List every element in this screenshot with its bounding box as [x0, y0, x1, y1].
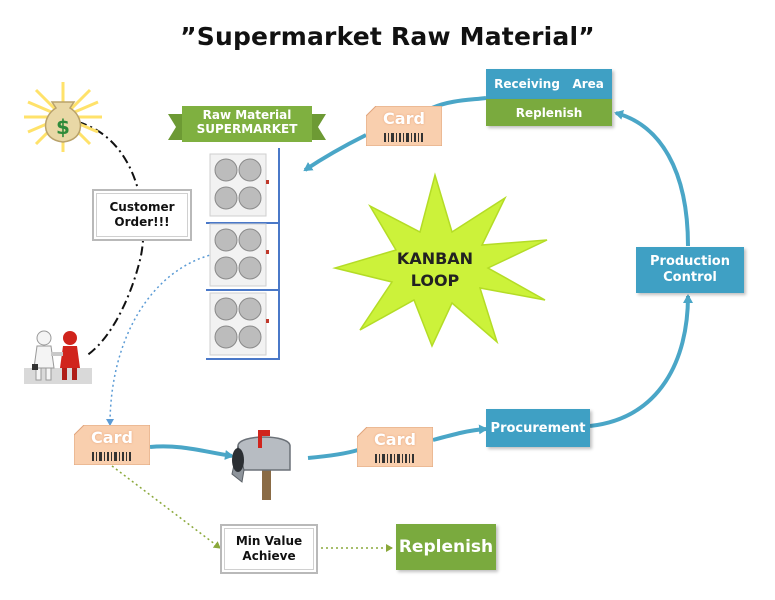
production-line2: Control	[663, 270, 717, 285]
kanban-loop-label: KANBAN LOOP	[395, 248, 475, 292]
arrow-procurement-to-production	[589, 294, 693, 428]
air-conditioner-unit-icon	[209, 153, 269, 217]
dashdot-customer-link	[77, 121, 145, 357]
replenish-box: Replenish	[396, 524, 496, 570]
arrow-mailbox-to-card	[307, 448, 359, 460]
barcode-icon	[384, 133, 423, 142]
arrow-card-to-mailbox	[149, 444, 234, 460]
banner-line1: Raw Material	[202, 108, 292, 122]
receiving-area-box: Receiving Area	[486, 69, 612, 99]
kanban-line1: KANBAN	[396, 249, 474, 268]
kanban-starburst	[332, 172, 548, 348]
money-bag-icon: $	[24, 82, 102, 152]
svg-text:$: $	[56, 115, 70, 139]
customer-order-line1: Customer	[109, 200, 175, 214]
production-line1: Production	[650, 254, 730, 269]
arrow-production-to-receiving	[614, 110, 690, 247]
kanban-card-left: Card	[74, 425, 150, 465]
card-shape	[366, 106, 442, 146]
card-label: Card	[91, 428, 133, 447]
barcode-icon	[92, 452, 131, 461]
min-value-box: Min Value Achieve	[220, 524, 318, 574]
min-value-line2: Achieve	[242, 549, 296, 563]
mailbox-icon	[231, 430, 291, 500]
kanban-card-bottom: Card	[357, 427, 433, 467]
production-control-box: Production Control	[636, 247, 744, 293]
arrow-card-to-procurement	[432, 424, 488, 442]
barcode-icon	[375, 454, 414, 463]
banner-line2: SUPERMARKET	[196, 122, 298, 136]
procurement-box: Procurement	[486, 409, 590, 447]
page-title: ”Supermarket Raw Material”	[180, 22, 595, 51]
receiving-replenish-box: Replenish	[486, 99, 612, 126]
handshake-icon	[24, 330, 92, 384]
dotted-shelf-to-card	[106, 253, 215, 426]
supermarket-banner: Raw Material SUPERMARKET	[182, 108, 312, 136]
card-shape	[357, 427, 433, 467]
customer-order-box: Customer Order!!!	[92, 189, 192, 241]
dotted-card-to-minvalue	[111, 465, 221, 549]
arrow-card-to-supermarket	[303, 133, 367, 172]
kanban-card-top: Card	[366, 106, 442, 146]
customer-order-line2: Order!!!	[114, 215, 170, 229]
card-label: Card	[374, 430, 416, 449]
card-label: Card	[383, 109, 425, 128]
supermarket-banner-shape	[168, 106, 326, 142]
air-conditioner-unit-icon	[209, 223, 269, 287]
min-value-line1: Min Value	[235, 534, 303, 548]
kanban-line2: LOOP	[410, 271, 460, 290]
card-shape	[74, 425, 150, 465]
air-conditioner-unit-icon	[209, 292, 269, 356]
